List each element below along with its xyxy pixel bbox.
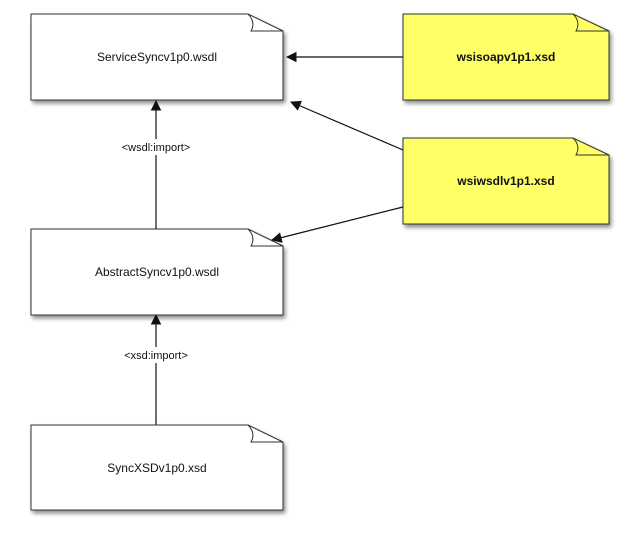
wsdl-import-label: <wsdl:import> xyxy=(122,142,190,154)
xsd-import-label-bg xyxy=(116,347,196,363)
document-shape xyxy=(30,424,284,511)
xsd-import-label: <xsd:import> xyxy=(124,350,188,362)
node-sync-xsd xyxy=(30,424,284,511)
node-label-abstract-wsdl: AbstractSyncv1p0.wsdl xyxy=(95,265,219,279)
document-shape xyxy=(30,228,284,316)
xsd-import-label-group: <xsd:import> xyxy=(116,347,196,363)
document-shape xyxy=(402,13,610,101)
edge-wsiwsdl-to-abstract xyxy=(270,206,404,243)
node-service-wsdl xyxy=(30,13,284,101)
folded-corner-icon xyxy=(247,13,283,32)
wsdl-import-label-bg xyxy=(112,139,200,155)
node-label-wsisoap-xsd: wsisoapv1p1.xsd xyxy=(456,50,556,64)
node-wsiwsdl-xsd xyxy=(402,137,610,225)
folded-corner-icon xyxy=(247,228,283,247)
node-label-wsiwsdl-xsd: wsiwsdlv1p1.xsd xyxy=(456,174,554,188)
edges xyxy=(150,51,404,425)
wsdl-import-label-group: <wsdl:import> xyxy=(112,139,200,155)
node-label-sync-xsd: SyncXSDv1p0.xsd xyxy=(107,461,206,475)
edge-wsiwsdl-to-service xyxy=(290,100,404,151)
folded-corner-icon xyxy=(247,424,283,443)
node-label-service-wsdl: ServiceSyncv1p0.wsdl xyxy=(97,50,217,64)
document-shape xyxy=(30,13,284,101)
folded-corner-icon xyxy=(572,13,609,32)
node-wsisoap-xsd xyxy=(402,13,610,101)
node-abstract-wsdl xyxy=(30,228,284,316)
document-shape xyxy=(402,137,610,225)
folded-corner-icon xyxy=(572,137,609,156)
